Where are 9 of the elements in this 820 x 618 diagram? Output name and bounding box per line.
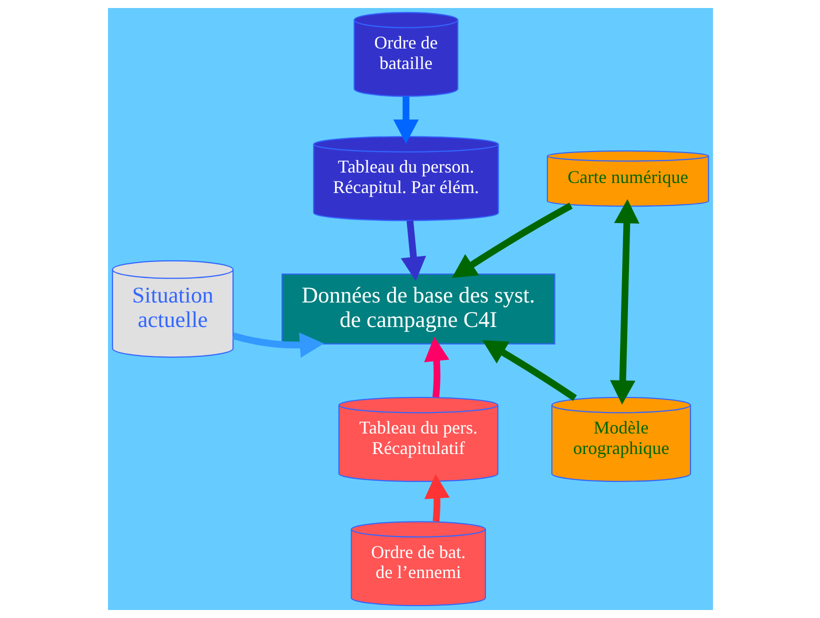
arrow (451, 202, 572, 278)
arrow (424, 336, 449, 398)
arrow (392, 96, 418, 144)
arrow (400, 220, 426, 282)
arrow (610, 199, 639, 405)
node-box: Données de base des syst. de campagne C4I (281, 274, 555, 344)
arrow (424, 474, 450, 522)
arrow (232, 332, 324, 358)
arrow (482, 340, 576, 401)
